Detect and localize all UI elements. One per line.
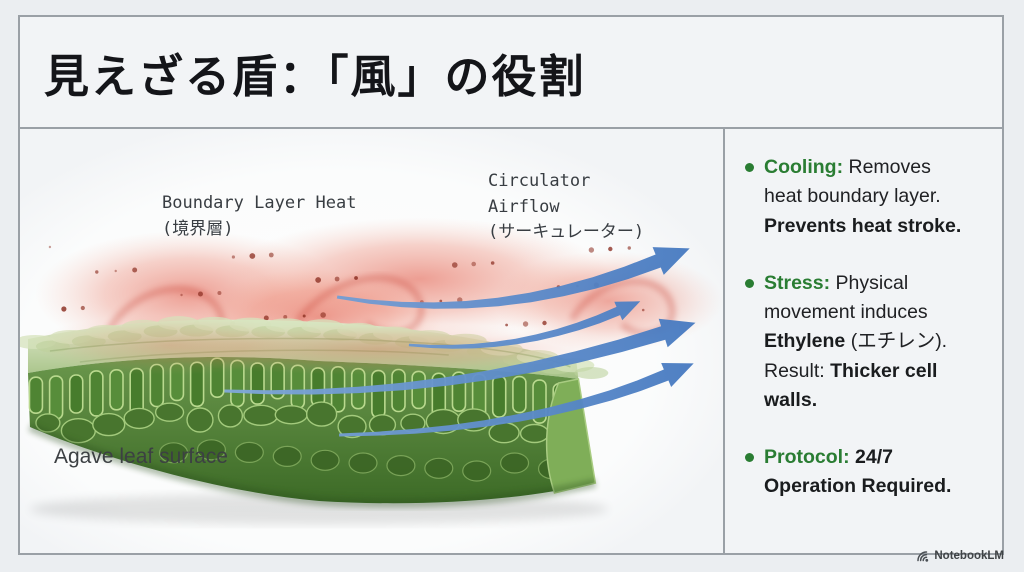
info-panel: Cooling: Removes heat boundary layer. Pr… <box>725 129 1002 553</box>
slide-content: Boundary Layer Heat (境界層) Circulator Air… <box>20 129 1002 553</box>
page-title: 見えざる盾：「風」の役割 <box>44 50 586 102</box>
leaf-cross-section <box>20 316 609 525</box>
title-bar: 見えざる盾：「風」の役割 <box>20 17 1002 129</box>
bullet-stress: Stress: Physical movement induces Ethyle… <box>745 269 988 415</box>
bullet-dot <box>745 278 754 288</box>
bullet-cooling: Cooling: Removes heat boundary layer. Pr… <box>745 153 988 241</box>
bullet-text: Protocol: 24/7 Operation Required. <box>764 446 952 498</box>
leaf-illustration <box>20 129 723 553</box>
bullet-list: Cooling: Removes heat boundary layer. Pr… <box>745 153 988 502</box>
slide: 見えざる盾：「風」の役割 <box>18 15 1004 555</box>
brand-label: NotebookLM <box>934 550 1004 562</box>
notebooklm-icon <box>917 551 929 562</box>
label-agave-leaf-surface: Agave leaf surface <box>54 445 228 468</box>
label-circulator-airflow: Circulator Airflow (サーキュレーター) <box>488 171 645 242</box>
bullet-text: Cooling: Removes heat boundary layer. Pr… <box>764 156 962 237</box>
bullet-dot <box>745 163 754 172</box>
airflow-arrows <box>224 247 696 437</box>
label-boundary-layer-heat: Boundary Layer Heat (境界層) <box>162 193 357 239</box>
bullet-text: Stress: Physical movement induces Ethyle… <box>764 271 948 411</box>
leaf-figure: Boundary Layer Heat (境界層) Circulator Air… <box>20 129 725 553</box>
footer-brand: NotebookLM <box>916 550 1004 562</box>
bullet-protocol: Protocol: 24/7 Operation Required. <box>745 443 988 502</box>
heat-on-leaf <box>29 315 629 375</box>
bullet-dot <box>745 453 754 462</box>
